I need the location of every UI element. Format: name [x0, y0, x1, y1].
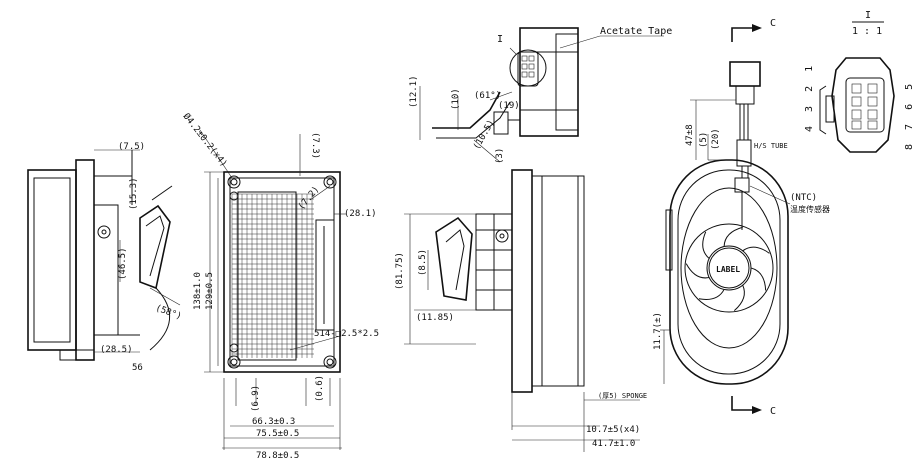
- fan-label-text: LABEL: [716, 265, 740, 274]
- dim-5: (5): [699, 132, 709, 148]
- left-side-view: (7.5) (15.3) (46.5) (28.5) (58°) 56: [27, 142, 183, 373]
- connector-detail-view: Acetate Tape I (12.1) (10) (61°) (19) (1…: [409, 26, 672, 164]
- dim-47-8: 47±8: [685, 124, 695, 146]
- dim-hole-dia: Ø4.2±0.2(x4): [181, 111, 230, 169]
- dim-0-6: (0.6): [315, 375, 325, 402]
- dim-78-8: 78.8±0.5: [256, 451, 299, 461]
- dim-10: (10): [451, 88, 461, 110]
- acetate-tape-label: Acetate Tape: [600, 26, 672, 37]
- detail-i-view: I 1 : 1 4 3 2 1 8 7 6 5: [804, 10, 915, 153]
- dim-66-3: 66.3±0.3: [252, 417, 295, 427]
- dim-15-3: (15.3): [129, 177, 139, 210]
- dim-3: (3): [495, 148, 505, 164]
- dim-28-1: (28.1): [344, 209, 377, 219]
- dim-10-7: 10.7±5(x4): [586, 425, 640, 435]
- detail-ref-label: I: [497, 34, 503, 45]
- rear-fan-view: C C H/S TUBE LABEL (NTC) 温度传感器: [653, 18, 830, 417]
- pins-top-label: 4 3 2 1: [804, 62, 815, 132]
- temp-sensor-label: 温度传感器: [790, 204, 830, 214]
- hs-tube-label: H/S TUBE: [754, 142, 788, 150]
- dim-28-5: (28.5): [100, 345, 133, 355]
- side-section-view: (81.75) (8.5) (11.85) 10.7±5(x4) 41.7±1.…: [395, 169, 647, 452]
- dim-61-deg: (61°): [474, 91, 501, 101]
- dim-75-5: 75.5±0.5: [256, 429, 299, 439]
- dim-11-85: (11.85): [416, 313, 454, 323]
- dim-12-1: (12.1): [409, 75, 419, 108]
- dim-7-5: (7.5): [118, 142, 145, 152]
- dim-slot: 514-□2.5*2.5: [314, 329, 379, 339]
- dim-58-deg: (58°): [154, 303, 183, 322]
- dim-20: (20): [711, 128, 721, 150]
- dim-7-3: (7.3): [310, 132, 320, 159]
- dim-11-7: 11.7(±): [653, 312, 663, 350]
- detail-title: I: [865, 10, 871, 21]
- mounting-holes: [227, 175, 337, 369]
- section-top-label: C: [770, 18, 776, 29]
- dim-129: 129±0.5: [205, 272, 215, 310]
- detail-scale: 1 : 1: [852, 26, 882, 37]
- dim-7-2: (7.2): [297, 185, 322, 212]
- fan-blades: [685, 226, 770, 312]
- front-mesh-view: Ø4.2±0.2(x4) (7.3) (7.2) (28.1) 138±1.0 …: [181, 111, 379, 461]
- pin-grid: [851, 83, 878, 130]
- dim-56: 56: [132, 363, 143, 373]
- pins-bottom-label: 8 7 6 5: [904, 80, 915, 150]
- section-bottom-label: C: [770, 406, 776, 417]
- dim-81-75: (81.75): [395, 252, 405, 290]
- dim-6-9: (6.9): [251, 385, 261, 412]
- dim-46-5: (46.5): [118, 247, 128, 280]
- ntc-label: (NTC): [790, 193, 817, 203]
- mesh-grid: [231, 193, 314, 358]
- dim-41-7: 41.7±1.0: [592, 439, 635, 449]
- dim-19: (19): [498, 101, 520, 111]
- dim-138: 138±1.0: [193, 272, 203, 310]
- dim-8-5: (8.5): [418, 249, 428, 276]
- dim-sponge: (厚5) SPONGE: [598, 392, 647, 400]
